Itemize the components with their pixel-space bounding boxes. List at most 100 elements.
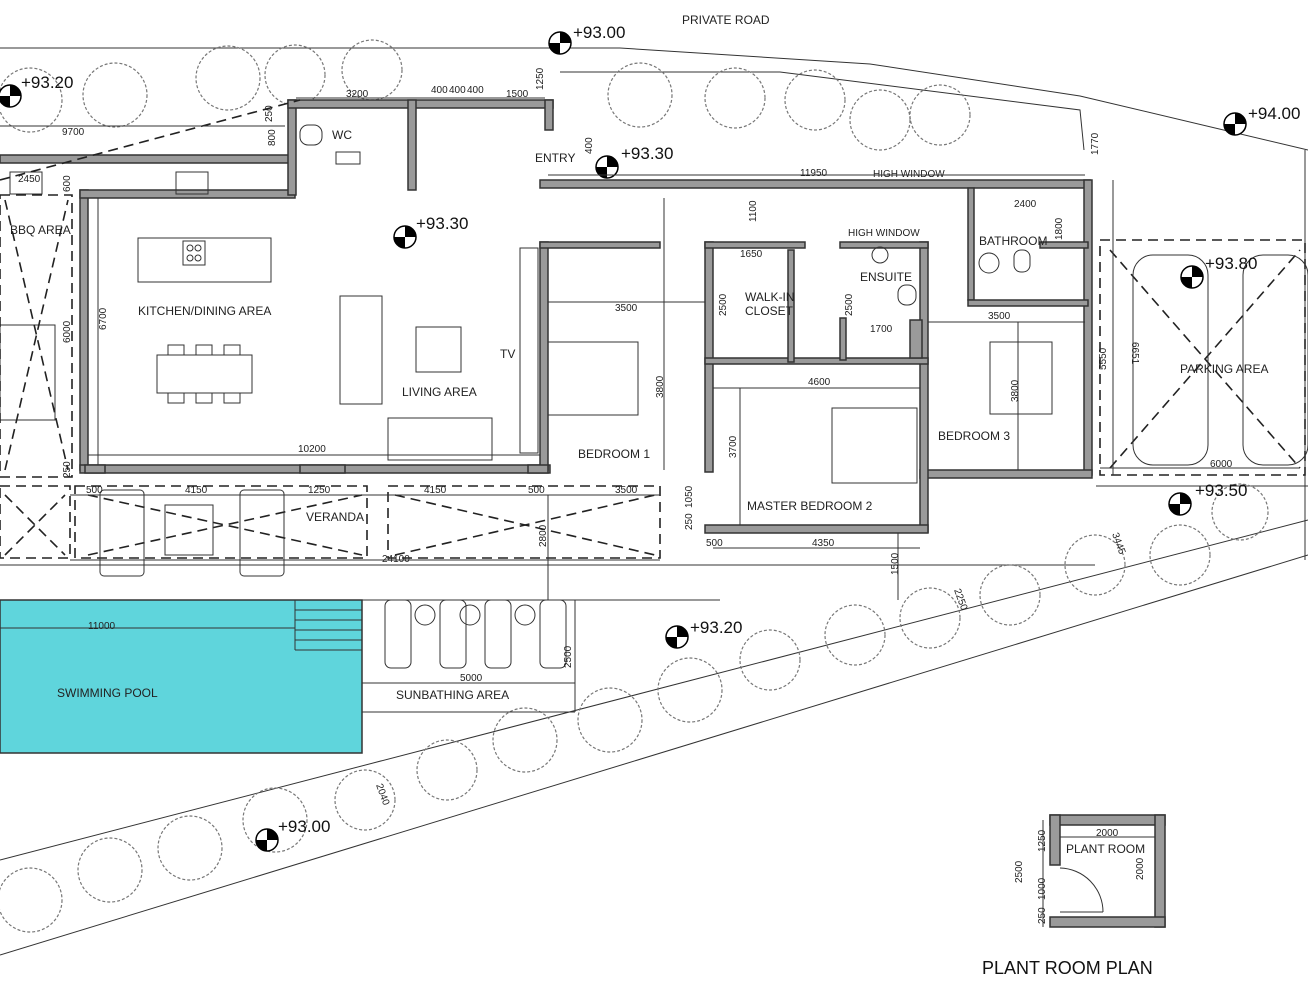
svg-text:400: 400 bbox=[467, 85, 484, 96]
label-entry: ENTRY bbox=[535, 151, 575, 165]
svg-text:10200: 10200 bbox=[298, 444, 326, 455]
svg-text:2040: 2040 bbox=[373, 782, 391, 807]
house-walls bbox=[0, 99, 1093, 534]
svg-text:1250: 1250 bbox=[1037, 829, 1048, 852]
svg-text:+93.20: +93.20 bbox=[21, 73, 73, 92]
dimension-lines bbox=[0, 97, 1300, 684]
parking-hatch bbox=[0, 99, 1308, 478]
svg-text:2500: 2500 bbox=[844, 293, 855, 316]
svg-text:1250: 1250 bbox=[535, 67, 546, 90]
svg-text:2500: 2500 bbox=[1014, 860, 1025, 883]
svg-text:+94.00: +94.00 bbox=[1248, 104, 1300, 123]
label-living-area: LIVING AREA bbox=[402, 385, 477, 399]
svg-text:3500: 3500 bbox=[615, 303, 638, 314]
level-marker: +93.20 bbox=[665, 618, 742, 649]
label-kitchen-dining: KITCHEN/DINING AREA bbox=[138, 304, 271, 318]
svg-text:3800: 3800 bbox=[1010, 379, 1021, 402]
room-labels: PRIVATE ROAD WC ENTRY BBQ AREA KITCHEN/D… bbox=[10, 13, 1268, 702]
svg-text:400: 400 bbox=[449, 85, 466, 96]
svg-text:1000: 1000 bbox=[1037, 877, 1048, 900]
svg-text:1050: 1050 bbox=[684, 485, 695, 508]
svg-text:+93.30: +93.30 bbox=[621, 144, 673, 163]
level-marker: +93.30 bbox=[393, 214, 468, 249]
svg-text:2450: 2450 bbox=[18, 174, 41, 185]
svg-text:4150: 4150 bbox=[424, 485, 447, 496]
label-master-bedroom: MASTER BEDROOM 2 bbox=[747, 499, 873, 513]
furniture bbox=[0, 124, 1053, 484]
svg-text:800: 800 bbox=[267, 129, 278, 146]
svg-text:3445: 3445 bbox=[1109, 531, 1127, 556]
svg-text:500: 500 bbox=[528, 485, 545, 496]
svg-text:1700: 1700 bbox=[870, 324, 893, 335]
level-marker: +93.80 bbox=[1180, 254, 1257, 289]
svg-text:2800: 2800 bbox=[538, 524, 549, 547]
svg-text:6000: 6000 bbox=[1210, 459, 1233, 470]
label-bedroom-3: BEDROOM 3 bbox=[938, 429, 1010, 443]
svg-text:3500: 3500 bbox=[988, 311, 1011, 322]
svg-text:500: 500 bbox=[86, 485, 103, 496]
svg-text:400: 400 bbox=[431, 85, 448, 96]
plant-room-plan-title: PLANT ROOM PLAN bbox=[982, 958, 1153, 978]
svg-text:1500: 1500 bbox=[890, 552, 901, 575]
svg-text:400: 400 bbox=[584, 137, 595, 154]
svg-text:6651: 6651 bbox=[1129, 342, 1140, 365]
level-marker: +93.00 bbox=[255, 817, 330, 852]
svg-text:24100: 24100 bbox=[382, 554, 410, 565]
dimension-labels: 3200 400 400 400 1500 1250 9700 250 800 … bbox=[18, 67, 1233, 807]
label-veranda: VERANDA bbox=[306, 510, 364, 524]
svg-text:3200: 3200 bbox=[346, 89, 369, 100]
svg-text:250: 250 bbox=[684, 513, 695, 530]
svg-text:250: 250 bbox=[264, 105, 275, 122]
svg-text:2000: 2000 bbox=[1135, 857, 1146, 880]
label-private-road: PRIVATE ROAD bbox=[682, 13, 770, 27]
svg-text:+93.30: +93.30 bbox=[416, 214, 468, 233]
svg-text:3700: 3700 bbox=[728, 435, 739, 458]
svg-text:1100: 1100 bbox=[748, 200, 759, 222]
label-bathroom: BATHROOM bbox=[979, 234, 1047, 248]
svg-text:3500: 3500 bbox=[615, 485, 638, 496]
veranda bbox=[0, 485, 661, 577]
swimming-pool bbox=[0, 599, 363, 754]
label-walk-in: WALK-IN bbox=[745, 290, 795, 304]
label-wc: WC bbox=[332, 128, 352, 142]
label-closet: CLOSET bbox=[745, 304, 794, 318]
svg-text:4150: 4150 bbox=[185, 485, 208, 496]
svg-text:2500: 2500 bbox=[563, 645, 574, 668]
svg-text:1770: 1770 bbox=[1090, 132, 1101, 155]
level-marker: +93.00 bbox=[548, 23, 625, 55]
level-marker: +93.30 bbox=[595, 144, 673, 179]
svg-text:3800: 3800 bbox=[655, 375, 666, 398]
svg-text:6700: 6700 bbox=[98, 307, 109, 330]
svg-text:250: 250 bbox=[62, 461, 73, 478]
svg-text:2250: 2250 bbox=[951, 587, 969, 612]
svg-text:+93.20: +93.20 bbox=[690, 618, 742, 637]
svg-text:4350: 4350 bbox=[812, 538, 835, 549]
label-swimming-pool: SWIMMING POOL bbox=[57, 686, 158, 700]
svg-text:6000: 6000 bbox=[62, 320, 73, 343]
label-bbq-area: BBQ AREA bbox=[10, 223, 71, 237]
svg-text:4600: 4600 bbox=[808, 377, 831, 388]
level-marker: +94.00 bbox=[1223, 104, 1300, 136]
svg-text:+93.50: +93.50 bbox=[1195, 481, 1247, 500]
label-bedroom-1: BEDROOM 1 bbox=[578, 447, 650, 461]
level-marker: +93.20 bbox=[0, 73, 73, 108]
svg-text:600: 600 bbox=[62, 175, 73, 192]
label-plant-room: PLANT ROOM bbox=[1066, 842, 1145, 856]
svg-text:2500: 2500 bbox=[718, 293, 729, 316]
svg-text:1650: 1650 bbox=[740, 249, 763, 260]
svg-text:5550: 5550 bbox=[1098, 347, 1109, 370]
svg-text:500: 500 bbox=[706, 538, 723, 549]
label-high-window-2: HIGH WINDOW bbox=[848, 228, 920, 239]
svg-text:9700: 9700 bbox=[62, 127, 85, 138]
label-sunbathing-area: SUNBATHING AREA bbox=[396, 688, 509, 702]
svg-text:1800: 1800 bbox=[1054, 217, 1065, 240]
svg-text:+93.80: +93.80 bbox=[1205, 254, 1257, 273]
svg-text:+93.00: +93.00 bbox=[278, 817, 330, 836]
label-ensuite: ENSUITE bbox=[860, 270, 912, 284]
svg-text:1500: 1500 bbox=[506, 89, 529, 100]
svg-text:2000: 2000 bbox=[1096, 828, 1119, 839]
level-marker: +93.50 bbox=[1168, 481, 1247, 516]
label-parking-area: PARKING AREA bbox=[1180, 362, 1268, 376]
svg-text:2400: 2400 bbox=[1014, 199, 1037, 210]
